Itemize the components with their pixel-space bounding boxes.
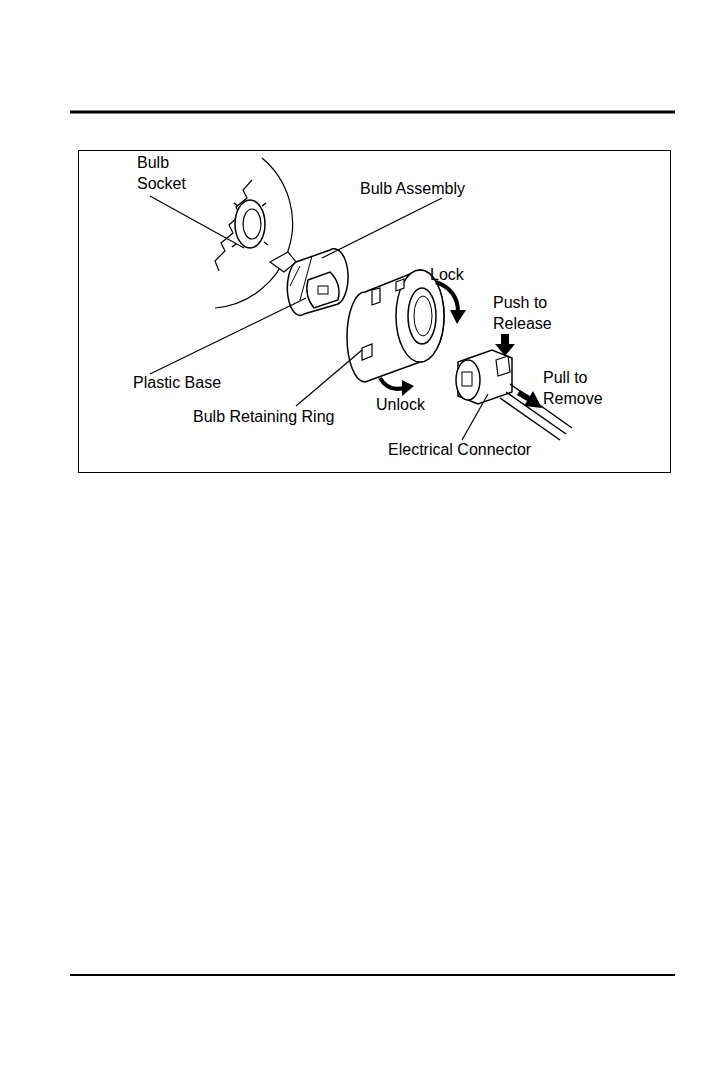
part-label: Push to Release <box>493 292 573 334</box>
unlock-arrow-shaft <box>380 378 404 389</box>
connector-socket <box>462 372 472 386</box>
lock-arrow-head <box>450 310 466 324</box>
leader-line <box>462 394 488 440</box>
leader-line <box>150 298 306 374</box>
bottom-rule <box>70 974 675 976</box>
leader-line <box>322 198 442 258</box>
unlock-arrow-head <box>402 380 414 396</box>
base-terminal <box>318 286 328 294</box>
leader-line <box>150 196 244 248</box>
socket-opening <box>243 209 261 239</box>
socket-lugs <box>232 203 268 247</box>
base-detail <box>290 256 312 300</box>
top-rule <box>70 111 675 114</box>
push-arrow <box>495 334 515 356</box>
part-label: Plastic Base <box>133 372 221 393</box>
connector-latch <box>496 356 510 376</box>
part-label: Lock <box>430 264 464 285</box>
ring-inner-lip <box>414 296 432 336</box>
leader-line <box>296 350 362 406</box>
ring-slots <box>362 279 404 360</box>
part-label: Unlock <box>376 394 425 415</box>
headlamp-housing <box>215 158 293 308</box>
bulb-retaining-ring <box>347 270 444 382</box>
ring-opening <box>408 288 436 344</box>
bulb-socket <box>235 200 265 248</box>
lock-arrow-shaft <box>436 282 458 312</box>
part-label: Bulb Retaining Ring <box>193 406 334 427</box>
base-connector-shroud <box>307 272 339 308</box>
part-label: Pull to Remove <box>543 367 623 409</box>
part-label: Bulb Assembly <box>360 178 465 199</box>
part-label: Bulb Socket <box>137 152 199 194</box>
connector-face <box>456 360 480 400</box>
part-label: Electrical Connector <box>388 439 531 460</box>
pull-arrow <box>517 390 542 408</box>
figure-frame <box>79 151 671 473</box>
plastic-base <box>287 249 348 316</box>
